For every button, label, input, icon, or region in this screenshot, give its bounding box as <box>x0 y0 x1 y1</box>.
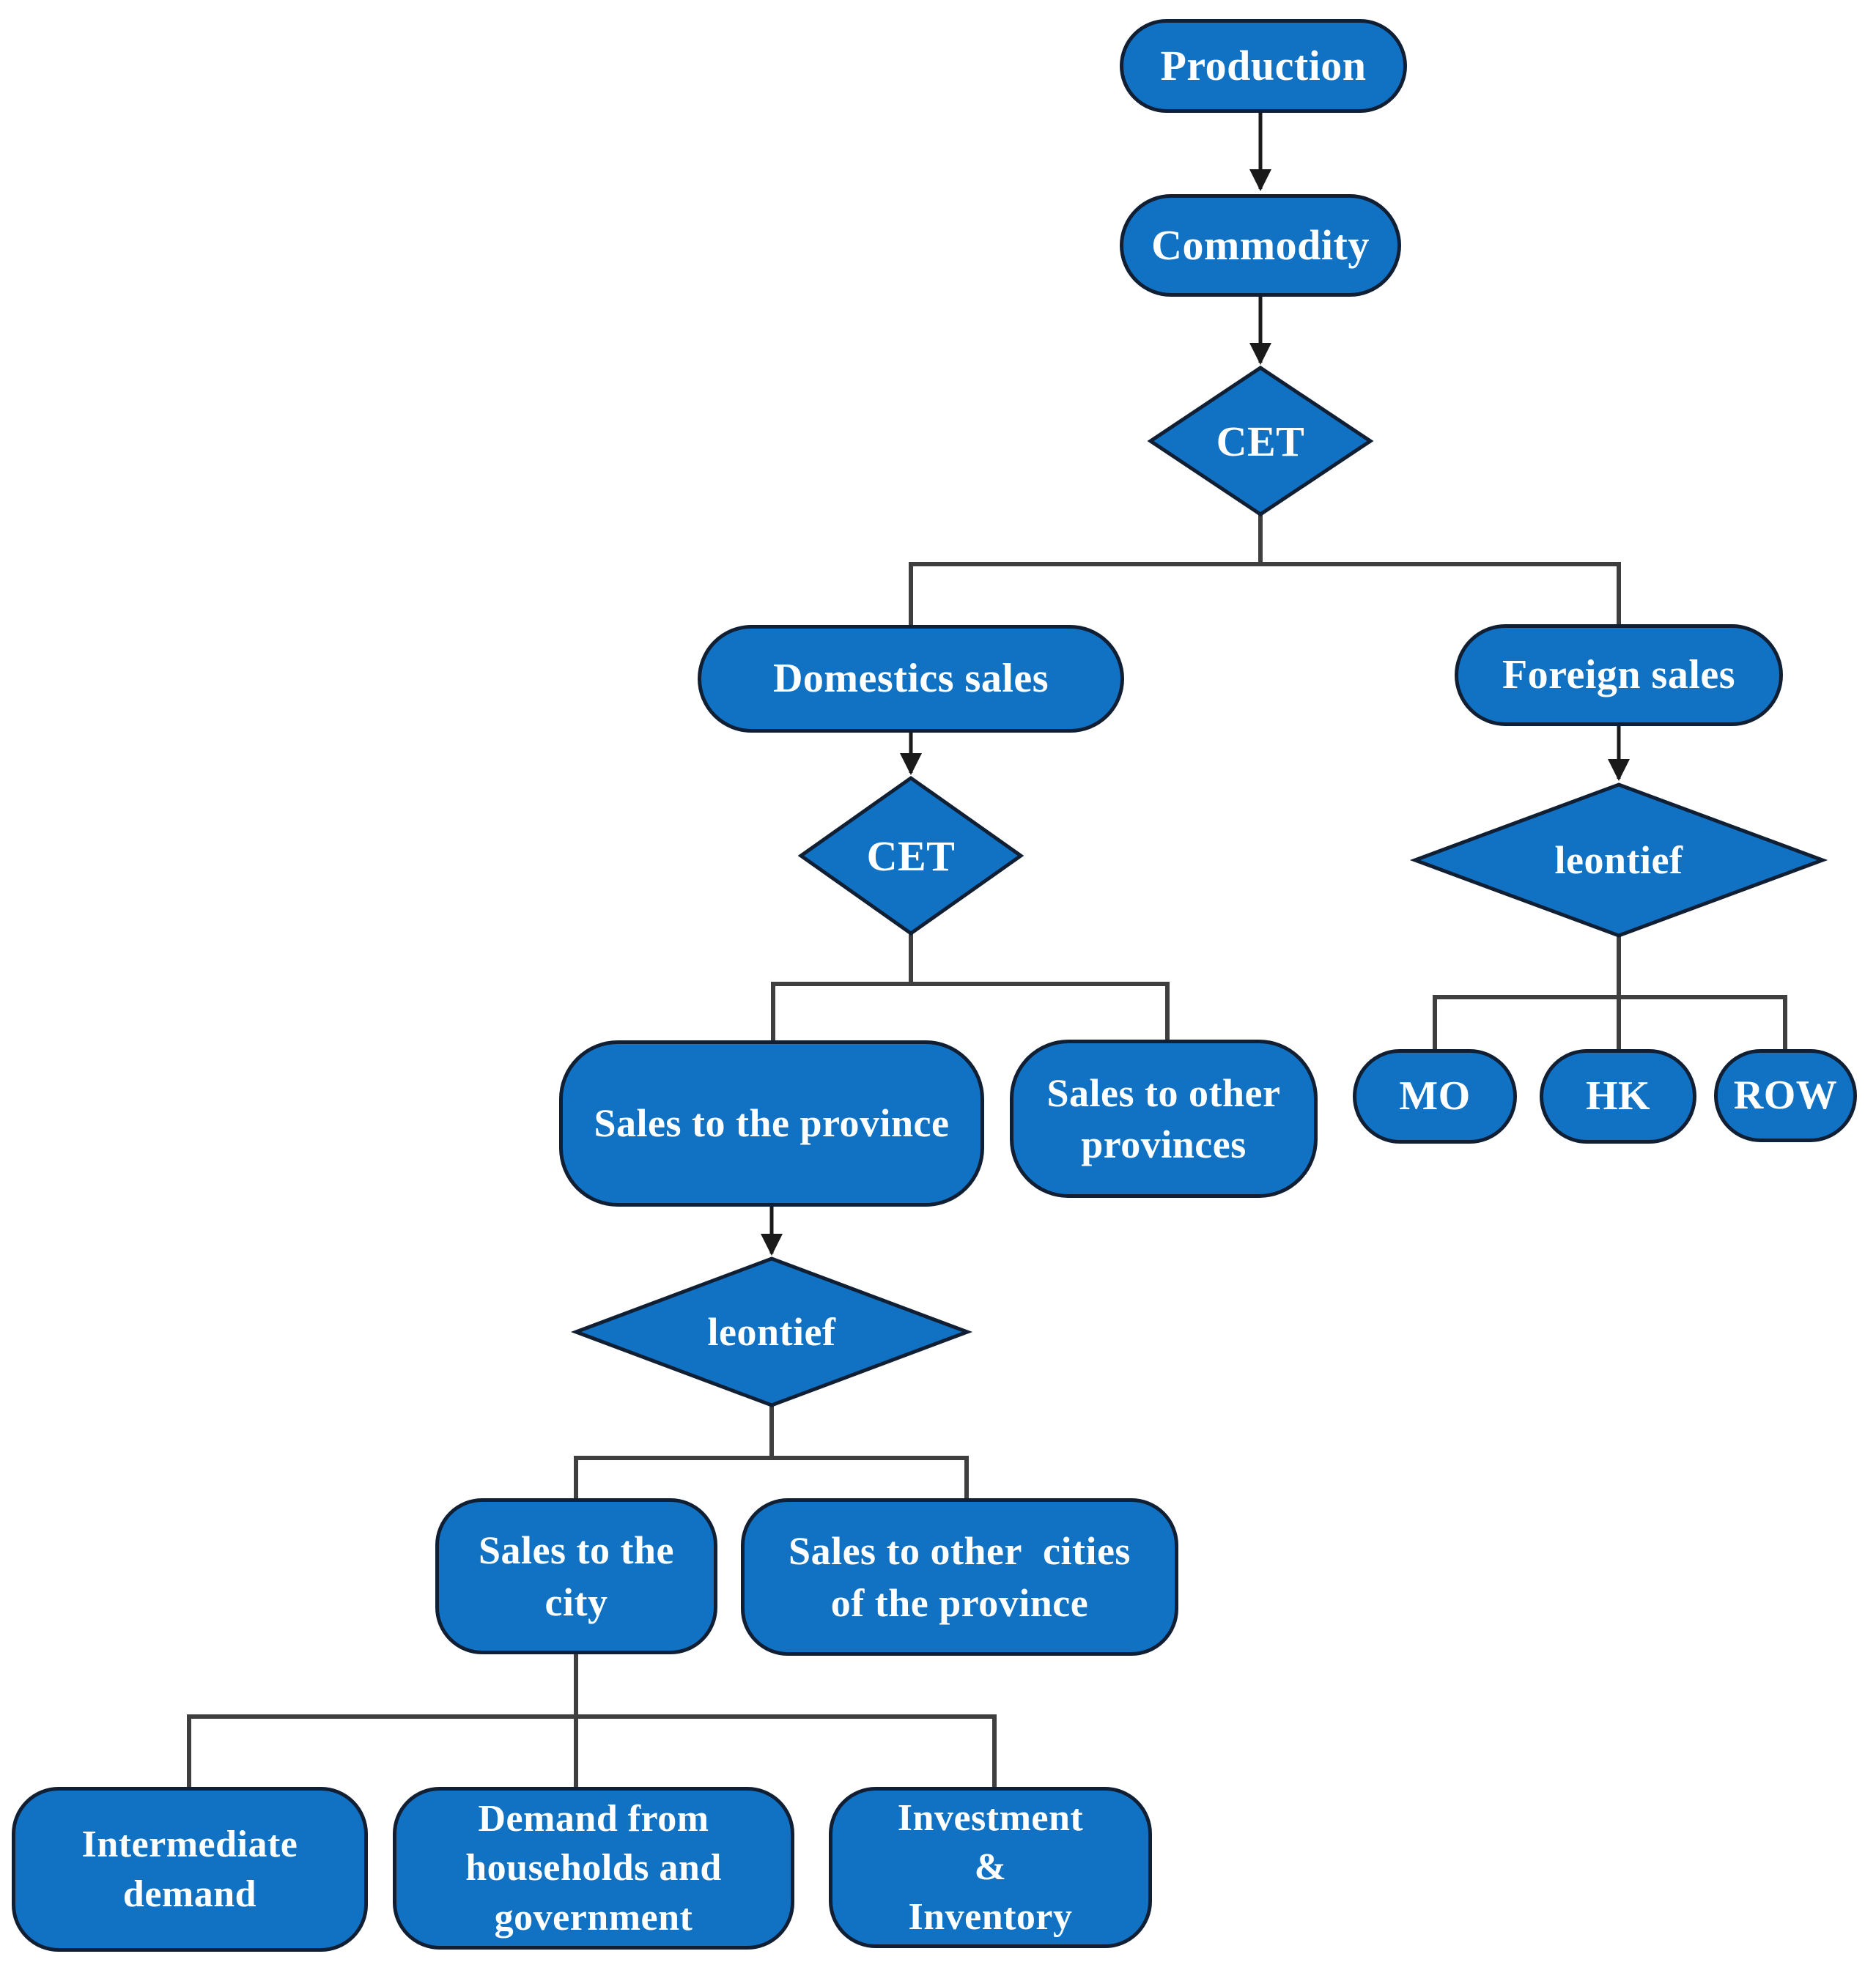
node-hk: HK <box>1540 1049 1696 1144</box>
leontief-province-diamond <box>570 1256 973 1407</box>
node-intermediate-demand: Intermediate demand <box>12 1787 368 1952</box>
leontief-foreign-diamond <box>1409 782 1828 938</box>
node-sales-province: Sales to the province <box>559 1040 984 1207</box>
branch-cet-to-domestic-foreign <box>909 514 1621 625</box>
cet-top-diamond <box>1147 365 1374 517</box>
cet-domestic-diamond <box>797 775 1024 936</box>
cet-top-label: CET <box>1216 417 1305 465</box>
node-row: ROW <box>1714 1049 1857 1142</box>
node-investment-inventory: Investment & Inventory <box>829 1787 1152 1948</box>
node-mo: MO <box>1353 1049 1517 1144</box>
branch-cet-to-province-boxes <box>771 933 1170 1040</box>
branch-city-to-demand-boxes <box>187 1654 997 1787</box>
leontief-foreign-label: leontief <box>1554 838 1683 882</box>
cet-domestic-label: CET <box>866 832 956 880</box>
node-households-government: Demand from households and government <box>393 1787 794 1950</box>
branch-leontief-to-mo-hk-row <box>1433 936 1787 1049</box>
node-foreign-sales: Foreign sales <box>1455 624 1783 726</box>
node-sales-other-cities: Sales to other cities of the province <box>741 1498 1178 1656</box>
node-sales-other-provinces: Sales to other provinces <box>1010 1040 1318 1198</box>
node-commodity: Commodity <box>1120 194 1401 297</box>
node-sales-city: Sales to the city <box>435 1498 717 1654</box>
node-production: Production <box>1120 19 1407 113</box>
leontief-province-label: leontief <box>707 1310 836 1354</box>
branch-leontief-to-city-boxes <box>574 1405 969 1498</box>
node-domestic-sales: Domestics sales <box>698 625 1124 733</box>
